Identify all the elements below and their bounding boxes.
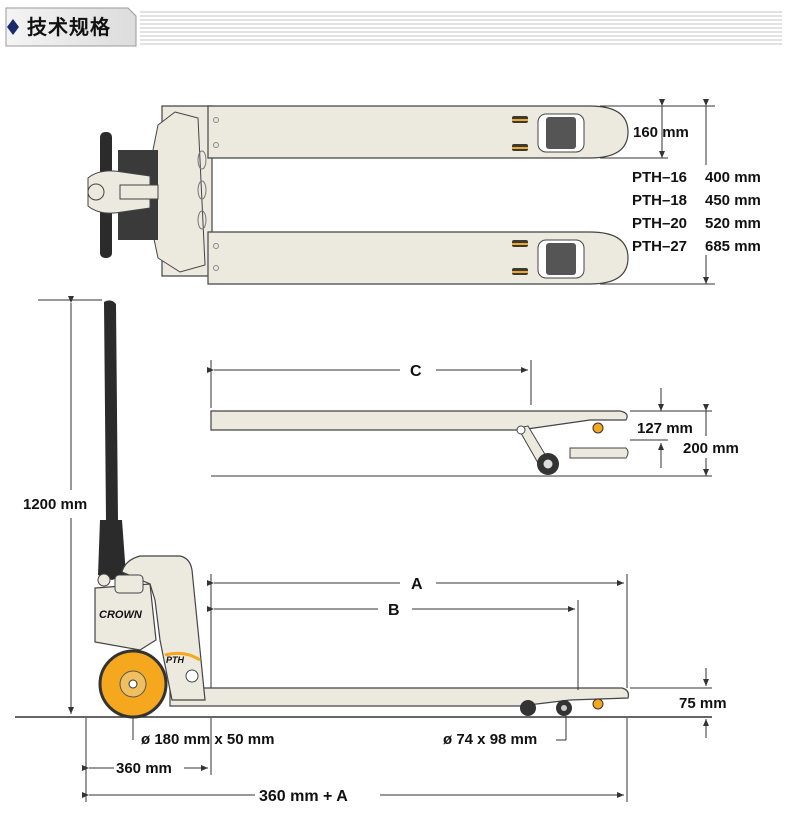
model-width: 400 mm bbox=[705, 169, 761, 186]
fork-width-label: 160 mm bbox=[633, 124, 689, 141]
fork-height-label: 75 mm bbox=[679, 695, 727, 712]
model-width: 450 mm bbox=[705, 192, 761, 209]
model-name: PTH–20 bbox=[632, 215, 687, 232]
side-view: PTH CROWN bbox=[15, 300, 712, 719]
lowered-fork-view bbox=[210, 410, 712, 477]
header-decoration bbox=[5, 7, 782, 47]
entry-roller-plate bbox=[569, 447, 629, 459]
max-height-label: 200 mm bbox=[683, 440, 739, 457]
brand-logo: CROWN bbox=[99, 609, 143, 621]
length-a-label: A bbox=[411, 576, 423, 593]
header-bar: 技术规格 bbox=[0, 0, 787, 52]
length-b-label: B bbox=[388, 602, 400, 619]
model-name: PTH–18 bbox=[632, 192, 687, 209]
model-mark: PTH bbox=[166, 655, 185, 665]
steer-wheel-size-label: ø 180 mm x 50 mm bbox=[141, 731, 274, 748]
overall-length-label: 360 mm + A bbox=[259, 788, 348, 805]
side-view-dimensions bbox=[38, 296, 712, 802]
model-width-table: PTH–16 400 mm PTH–18 450 mm PTH–20 520 m… bbox=[632, 169, 761, 255]
lowered-view-dimensions bbox=[207, 360, 712, 476]
top-view-dimensions bbox=[600, 99, 715, 285]
load-roller-size-label: ø 74 x 98 mm bbox=[443, 731, 537, 748]
model-width: 685 mm bbox=[705, 238, 761, 255]
diamond-icon bbox=[7, 19, 19, 35]
model-name: PTH–27 bbox=[632, 238, 687, 255]
model-width: 520 mm bbox=[705, 215, 761, 232]
pump-body bbox=[121, 555, 206, 701]
tow-handle bbox=[104, 300, 118, 520]
fork-lowered bbox=[210, 410, 628, 431]
section-title: 技术规格 bbox=[27, 17, 111, 39]
rear-offset-label: 360 mm bbox=[116, 760, 172, 777]
handle-height-label: 1200 mm bbox=[23, 496, 87, 513]
top-view bbox=[87, 105, 629, 285]
fork-side bbox=[169, 687, 629, 707]
lift-height-label: 127 mm bbox=[637, 420, 693, 437]
load-roller bbox=[520, 700, 536, 716]
length-c-label: C bbox=[410, 363, 422, 380]
model-name: PTH–16 bbox=[632, 169, 687, 186]
